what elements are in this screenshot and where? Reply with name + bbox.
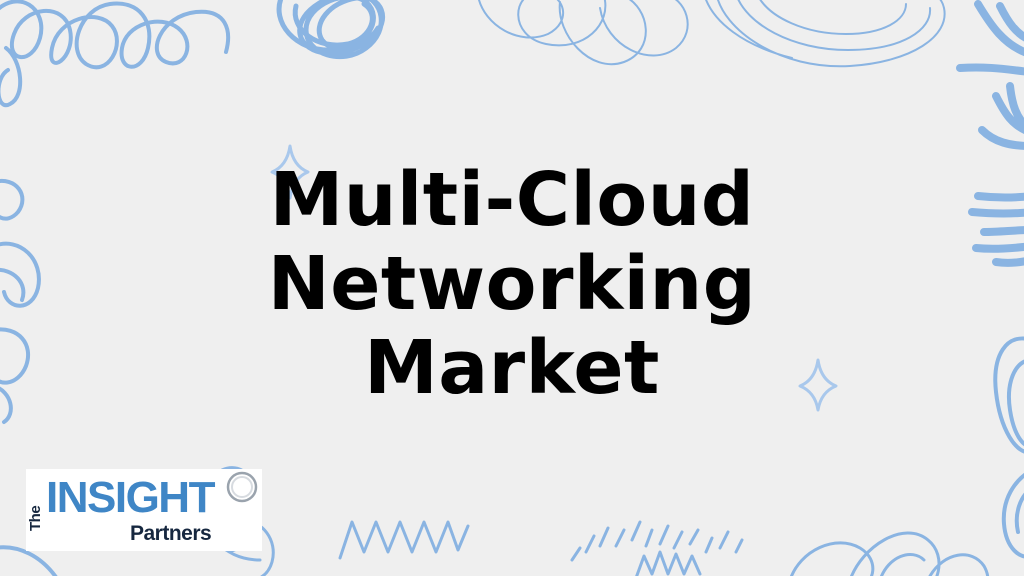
- logo-the-text: The: [27, 505, 44, 531]
- logo-magnifier-icon: [226, 471, 258, 503]
- doodle-bottom-left-curve: [0, 545, 58, 576]
- doodle-strokes-right-mid: [968, 192, 1024, 267]
- doodle-zigzag-bottom-3: [635, 550, 702, 576]
- doodle-open-loops-top: [478, 0, 689, 66]
- doodle-loops-top-left: [0, 0, 231, 70]
- title-line: Multi-Cloud: [269, 157, 755, 243]
- doodle-spiral-top-right: [705, 0, 946, 68]
- slide-title: Multi-Cloud Networking Market: [212, 158, 812, 410]
- doodle-zigzag-bottom-1: [338, 520, 470, 560]
- logo-insight-text: INSIGHT: [46, 473, 215, 522]
- doodle-scribble-right-bottom: [993, 336, 1024, 559]
- doodle-scribble-top-2: [292, 1, 375, 48]
- title-line: Networking: [267, 241, 757, 327]
- sparkle-icon: [270, 144, 310, 200]
- doodle-strokes-right-top: [956, 0, 1024, 150]
- logo-partners-text: Partners: [130, 522, 212, 545]
- title-line: Market: [364, 325, 660, 411]
- doodle-loops-bottom-right: [790, 531, 990, 576]
- doodle-zigzag-bottom-2: [570, 520, 744, 562]
- doodle-loop-left-edge: [0, 46, 23, 108]
- the-insight-partners-logo: The INSIGHT Partners: [26, 469, 262, 551]
- doodle-loops-left: [0, 178, 41, 424]
- sparkle-icon: [798, 358, 838, 412]
